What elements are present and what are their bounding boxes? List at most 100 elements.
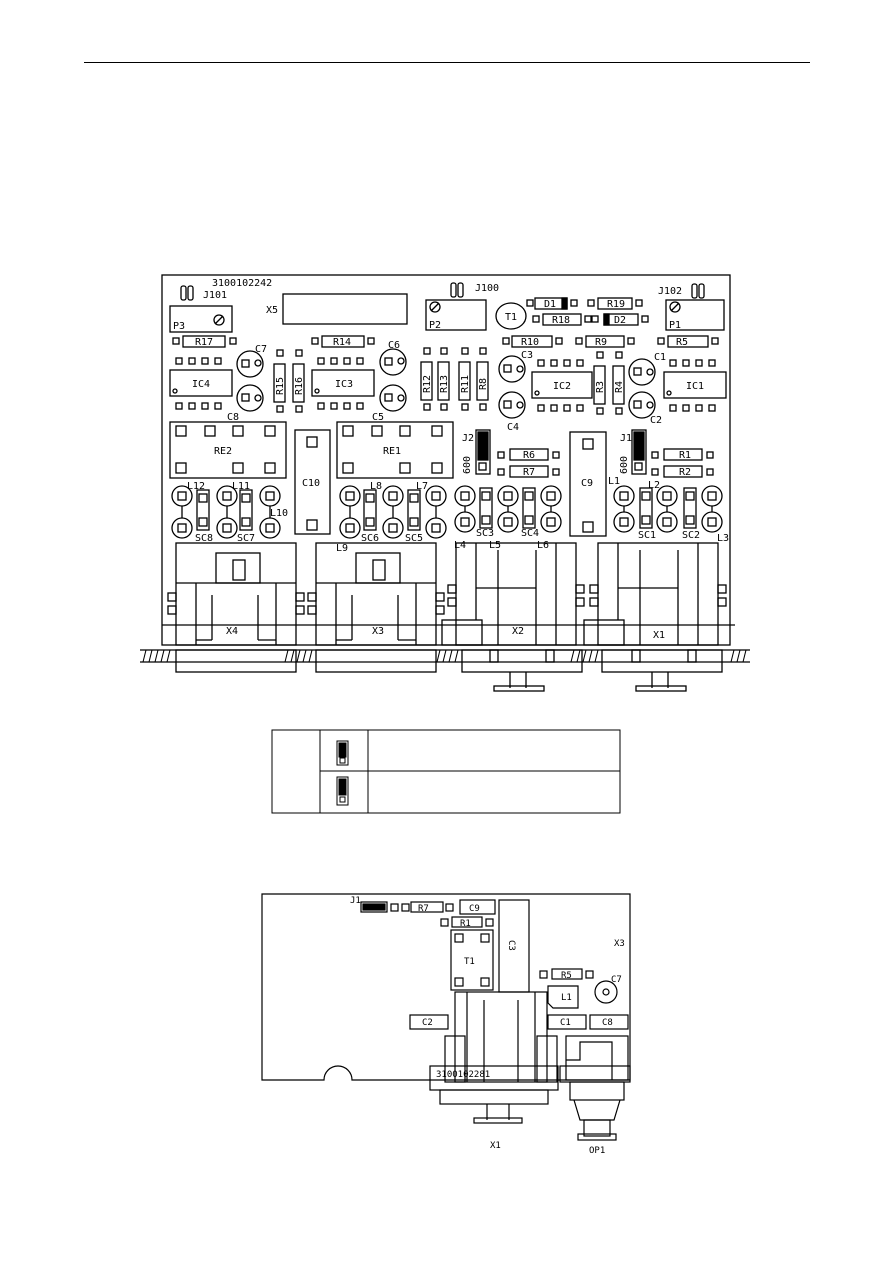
label-c2: C2 [650,415,662,426]
label-sc8: SC8 [195,533,213,544]
label-r13: R13 [439,375,450,393]
b2-label-j1: J1 [350,896,361,906]
label-c10: C10 [302,478,320,489]
label-c1: C1 [654,352,666,363]
label-r19: R19 [607,299,625,310]
label-c7: C7 [255,344,267,355]
label-x3: X3 [372,626,384,637]
label-c4: C4 [507,422,519,433]
label-p1: P1 [669,320,681,331]
label-sc1: SC1 [638,530,656,541]
label-l10: L10 [270,508,288,519]
label-r12: R12 [422,375,433,393]
label-c9: C9 [581,478,593,489]
label-l4: L4 [454,540,466,551]
label-r4: R4 [614,381,625,393]
label-l6: L6 [537,540,549,551]
label-sc3: SC3 [476,528,494,539]
b2-label-c9: C9 [469,904,480,914]
b2-label-t1: T1 [464,957,475,967]
b2-label-c1: C1 [560,1018,571,1028]
label-j101: J101 [203,290,227,301]
label-j1: J1 [620,433,632,444]
label-sc7: SC7 [237,533,255,544]
label-sc2: SC2 [682,530,700,541]
label-l7: L7 [416,481,428,492]
b2-label-c8: C8 [602,1018,613,1028]
label-l5: L5 [489,540,501,551]
label-c8: C8 [227,412,239,423]
jumper-legend-table [271,729,621,814]
b2-label-r7: R7 [418,904,429,914]
label-l11: L11 [232,481,250,492]
label-r11: R11 [460,375,471,393]
board1 [140,274,750,692]
label-ic3: IC3 [335,379,353,390]
header-rule [84,62,810,63]
label-j1-600: 600 [619,456,630,474]
inductor-row [171,485,723,539]
label-j2: J2 [462,433,474,444]
b2-label-c2: C2 [422,1018,433,1028]
board2-outline [261,893,631,1081]
label-ic4: IC4 [192,379,210,390]
label-sc4: SC4 [521,528,539,539]
label-x2: X2 [512,626,524,637]
label-ic1: IC1 [686,381,704,392]
label-re1: RE1 [383,446,401,457]
label-r14: R14 [333,337,351,348]
label-re2: RE2 [214,446,232,457]
label-r3: R3 [595,381,606,393]
label-r10: R10 [521,337,539,348]
ic-pads [175,357,716,412]
b2-label-x3: X3 [614,939,625,949]
board1-labels: 3100102242 J101 J100 J102 X5 P3 P2 P1 T1… [173,278,729,641]
label-r6: R6 [523,450,535,461]
label-r1: R1 [679,450,691,461]
label-l9: L9 [336,543,348,554]
b2-label-c3: C3 [506,940,516,951]
label-j102: J102 [658,286,682,297]
board1-part-number: 3100102242 [212,278,272,289]
label-x1: X1 [653,630,665,641]
label-l3: L3 [717,533,729,544]
label-p2: P2 [429,320,441,331]
label-x4: X4 [226,626,238,637]
board2-part-number: 3100102281 [436,1070,490,1080]
label-d2: D2 [614,315,626,326]
label-r5: R5 [676,337,688,348]
label-r15: R15 [275,377,286,395]
label-l8: L8 [370,481,382,492]
label-r9: R9 [595,337,607,348]
label-l2: L2 [648,480,660,491]
label-c6: C6 [388,340,400,351]
label-t1: T1 [505,312,517,323]
label-sc5: SC5 [405,533,423,544]
label-ic2: IC2 [553,381,571,392]
board2 [261,893,631,1141]
label-j2-600: 600 [462,456,473,474]
label-c5: C5 [372,412,384,423]
b2-label-op1: OP1 [589,1146,605,1156]
label-r7: R7 [523,467,535,478]
board2-labels: J1 R7 C9 R1 C3 X3 T1 R5 C7 L1 C2 C1 C8 3… [350,896,625,1156]
b2-label-c7: C7 [611,975,622,985]
label-r8: R8 [478,378,489,390]
label-r2: R2 [679,467,691,478]
label-r17: R17 [195,337,213,348]
label-r16: R16 [294,377,305,395]
b2-label-r1: R1 [460,919,471,929]
label-r18: R18 [552,315,570,326]
b2-label-x1: X1 [490,1141,501,1151]
label-d1: D1 [544,299,556,310]
label-x5: X5 [266,305,278,316]
label-p3: P3 [173,321,185,332]
b2-label-l1: L1 [561,993,572,1003]
label-c3: C3 [521,350,533,361]
label-sc6: SC6 [361,533,379,544]
b2-label-r5: R5 [561,971,572,981]
label-j100: J100 [475,283,499,294]
label-l12: L12 [187,481,205,492]
label-l1: L1 [608,476,620,487]
